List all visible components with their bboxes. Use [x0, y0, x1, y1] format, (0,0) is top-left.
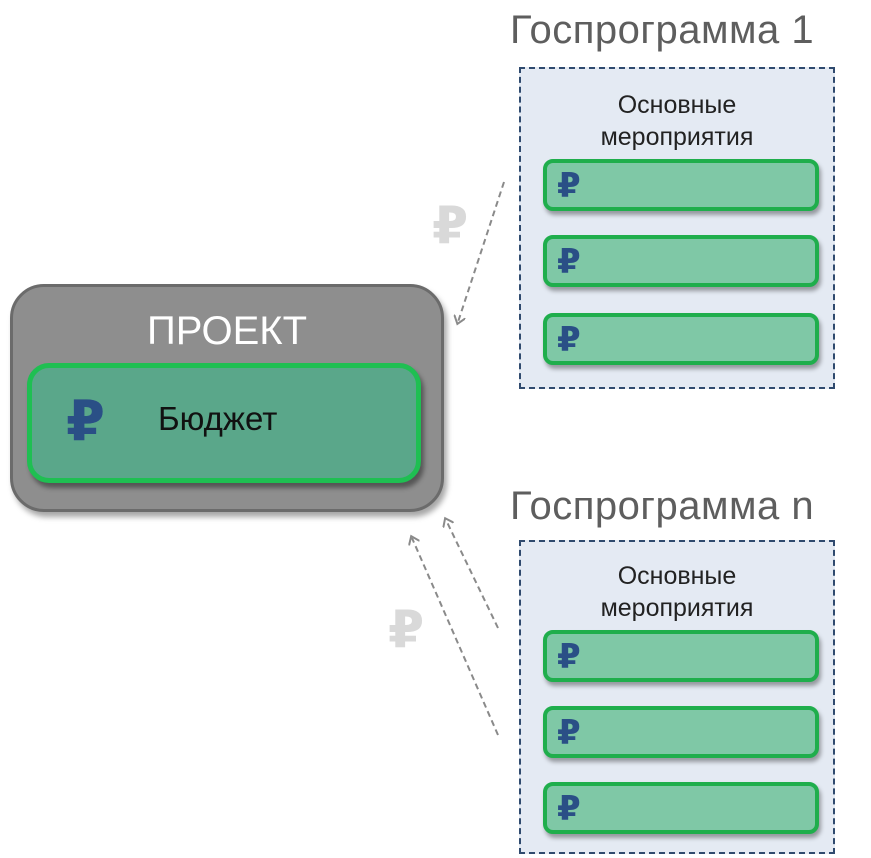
- ruble-icon: ₽: [557, 637, 581, 677]
- ruble-icon: ₽: [557, 789, 581, 829]
- activity-item: ₽: [543, 706, 819, 758]
- program-subtitle-line2: мероприятия: [600, 594, 754, 622]
- program-subtitle-line1: Основные: [617, 91, 737, 119]
- program-subtitle-line2: мероприятия: [600, 123, 754, 151]
- ruble-icon: ₽: [557, 713, 581, 753]
- activity-item: ₽: [543, 313, 819, 365]
- activity-item: ₽: [543, 159, 819, 211]
- ruble-icon: ₽: [557, 320, 581, 360]
- program-title: Госпрограмма 1: [510, 8, 815, 52]
- arrow-programn-to-project-b: [412, 538, 499, 736]
- program-subtitle-line1: Основные: [617, 562, 737, 590]
- ruble-icon: ₽: [432, 196, 469, 256]
- activity-item: ₽: [543, 630, 819, 682]
- ruble-icon: ₽: [557, 242, 581, 282]
- arrow-program1-to-project: [458, 181, 505, 322]
- program-title: Госпрограмма n: [510, 484, 815, 528]
- budget-box: ₽ Бюджет: [27, 363, 421, 483]
- ruble-icon: ₽: [557, 166, 581, 206]
- program-box: Основные мероприятия ₽ ₽ ₽: [519, 67, 835, 389]
- program-subtitle: Основные мероприятия: [521, 89, 833, 153]
- project-title: ПРОЕКТ: [146, 309, 308, 353]
- activity-item: ₽: [543, 782, 819, 834]
- budget-label: Бюджет: [158, 400, 278, 437]
- program-subtitle: Основные мероприятия: [521, 560, 833, 624]
- program-box: Основные мероприятия ₽ ₽ ₽: [519, 540, 835, 854]
- activity-item: ₽: [543, 235, 819, 287]
- ruble-icon: ₽: [388, 600, 425, 660]
- ruble-icon: ₽: [66, 389, 105, 454]
- arrow-programn-to-project-a: [446, 520, 499, 629]
- project-block: ПРОЕКТ ₽ Бюджет: [10, 284, 444, 512]
